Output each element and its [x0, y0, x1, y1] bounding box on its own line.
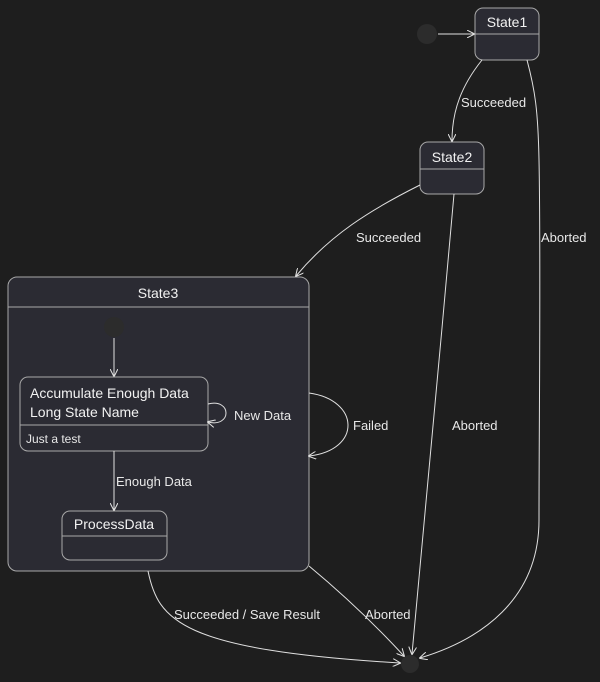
edge-state3-final-success [147, 570, 400, 663]
edge-state1-final [420, 59, 541, 658]
state1-label: State1 [487, 14, 528, 30]
edge-label-s2-s3: Succeeded [356, 230, 421, 245]
edge-accumulate-self [208, 402, 227, 423]
state1-node: State1 [474, 7, 540, 61]
edge-label-s3-self: Failed [353, 418, 388, 433]
edge-label-acc-self: New Data [234, 408, 292, 423]
edge-label-acc-proc: Enough Data [116, 474, 193, 489]
edge-state1-state2 [452, 59, 483, 141]
accumulate-node: Accumulate Enough Data Long State Name J… [19, 376, 209, 452]
edge-state2-state3 [296, 184, 421, 276]
edge-state3-final-abort [308, 565, 404, 656]
final-state [401, 655, 419, 673]
edge-label-s3-final-abort: Aborted [365, 607, 411, 622]
state2-node: State2 [419, 141, 485, 195]
edge-label-s1-s2: Succeeded [461, 95, 526, 110]
inner-initial-state [104, 317, 124, 337]
accumulate-label-line1: Accumulate Enough Data [30, 385, 189, 401]
edge-label-s2-final: Aborted [452, 418, 498, 433]
edge-state3-self [309, 392, 349, 456]
state3-label: State3 [138, 285, 179, 301]
accumulate-description: Just a test [26, 432, 81, 446]
processdata-label: ProcessData [74, 516, 154, 532]
accumulate-label-line2: Long State Name [30, 404, 139, 420]
edge-label-s1-final: Aborted [541, 230, 587, 245]
initial-state [417, 24, 437, 44]
processdata-node: ProcessData [61, 510, 168, 561]
edge-state2-final [412, 193, 455, 654]
edge-label-s3-final-success: Succeeded / Save Result [174, 607, 320, 622]
state2-label: State2 [432, 149, 473, 165]
